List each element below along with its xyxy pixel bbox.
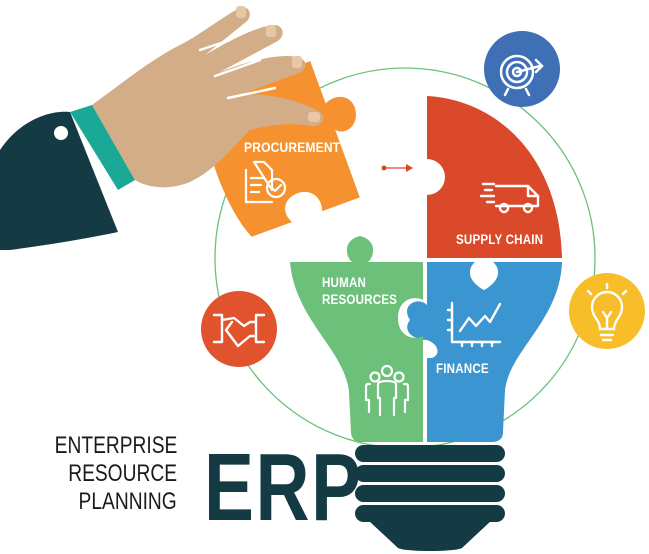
procurement-label: PROCUREMENT <box>244 139 341 155</box>
connector-arrow <box>381 164 413 172</box>
delivery-van-icon <box>479 182 540 214</box>
supply-chain-piece <box>427 96 562 258</box>
hand-illustration <box>0 6 324 250</box>
bulb-base <box>355 445 505 551</box>
title-line-enterprise: ENTERPRISE <box>54 432 177 459</box>
document-check-icon <box>244 160 287 204</box>
handshake-satellite <box>201 291 277 367</box>
title-line-planning: PLANNING <box>78 488 177 515</box>
title-line-resource: RESOURCE <box>68 460 177 487</box>
human-resources-label-line1: HUMAN <box>322 275 367 290</box>
target-icon <box>499 54 544 97</box>
handshake-icon <box>212 313 266 348</box>
erp-acronym: ERP <box>204 434 363 541</box>
finance-label: FINANCE <box>436 361 489 376</box>
people-group-icon <box>364 364 410 417</box>
finance-piece <box>407 262 562 442</box>
human-resources-label-line2: RESOURCES <box>322 292 398 307</box>
line-chart-icon <box>446 301 502 348</box>
supply-chain-label: SUPPLY CHAIN <box>456 232 544 247</box>
lightbulb-satellite <box>569 273 645 349</box>
lightbulb-icon <box>586 282 628 342</box>
human-resources-piece <box>290 236 423 442</box>
target-satellite <box>484 31 560 107</box>
